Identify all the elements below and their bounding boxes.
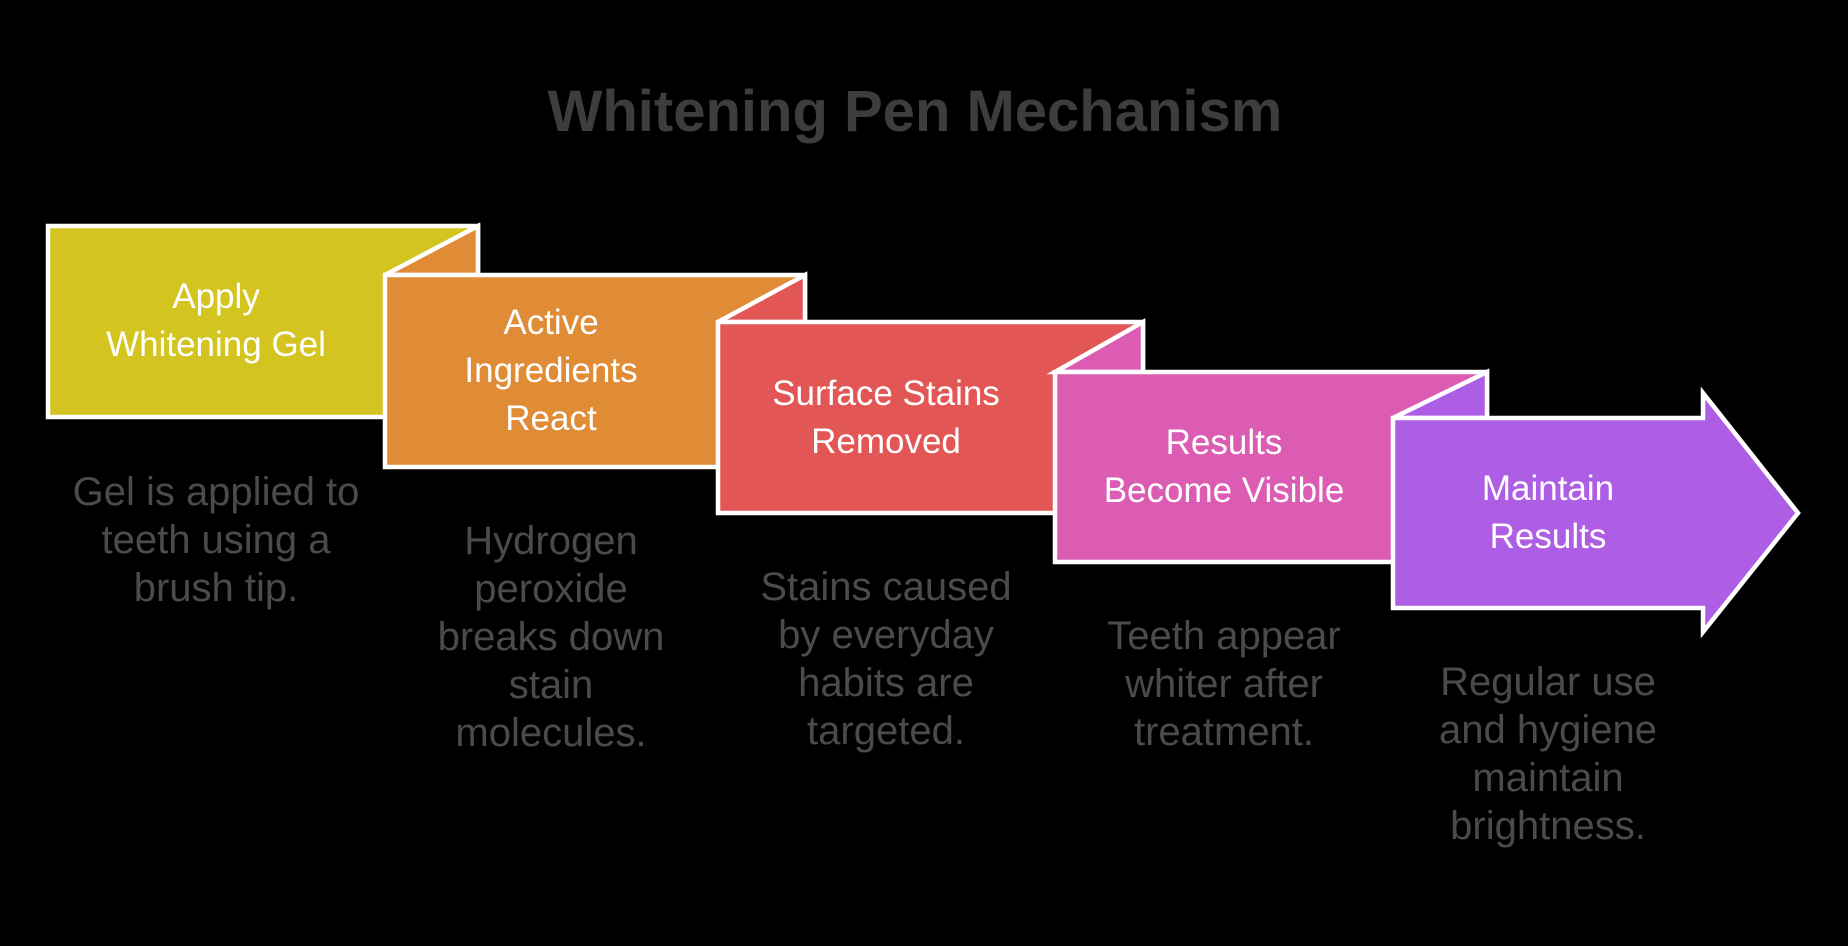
step-2-description: Hydrogen peroxide breaks down stain mole… xyxy=(437,519,665,755)
step-5-label: Maintain Results xyxy=(1481,469,1615,556)
step-5-arrow-shape xyxy=(1390,386,1801,639)
step-3-label: Surface Stains Removed xyxy=(772,374,1000,461)
step-3-description: Stains caused by everyday habits are tar… xyxy=(760,565,1012,753)
step-4-label: Results Become Visible xyxy=(1103,423,1345,510)
diagram-title: Whitening Pen Mechanism xyxy=(547,79,1283,144)
step-2-label: Active Ingredients React xyxy=(464,303,638,438)
step-4-description: Teeth appear whiter after treatment. xyxy=(1107,614,1341,754)
step-1-label: Apply Whitening Gel xyxy=(106,277,326,364)
step-1-description: Gel is applied to teeth using a brush ti… xyxy=(72,470,360,610)
step-5-description: Regular use and hygiene maintain brightn… xyxy=(1439,660,1657,848)
